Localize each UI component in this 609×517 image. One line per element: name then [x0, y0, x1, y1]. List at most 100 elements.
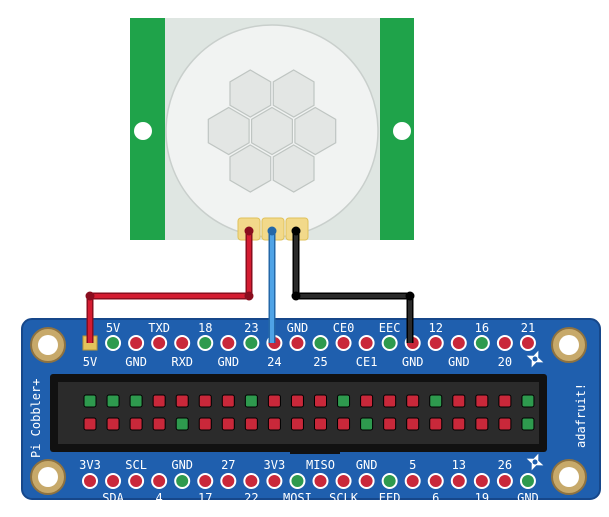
- breakout-pin: [243, 335, 260, 351]
- breakout-pin: [473, 335, 490, 351]
- breakout-pin: [312, 473, 329, 489]
- wire-power-core: [88, 231, 251, 343]
- header-pin: [244, 394, 258, 408]
- pin-label: 24: [267, 355, 281, 369]
- breakout-pin: [381, 473, 398, 489]
- pin-label: SDA: [102, 491, 124, 505]
- header-pin: [383, 417, 397, 431]
- lens-hexagon: [294, 106, 337, 156]
- mount-hole-bottom-left-inner: [38, 467, 58, 487]
- breakout-pin: [427, 335, 444, 351]
- pir-sensor: [130, 18, 414, 241]
- pin-label: 4: [156, 491, 163, 505]
- fresnel-lens-segments: [207, 69, 337, 193]
- header-pin: [106, 394, 120, 408]
- pin-label: GND: [125, 355, 147, 369]
- breakout-pin: [197, 335, 214, 351]
- pin-label: 3V3: [264, 458, 286, 472]
- header-pin: [198, 394, 212, 408]
- header-pin: [521, 394, 535, 408]
- header-pin: [290, 417, 304, 431]
- pin-label: 27: [221, 458, 235, 472]
- breakout-pin: [128, 473, 145, 489]
- breakout-pin: [151, 335, 168, 351]
- pin-label: SCLK: [329, 491, 359, 505]
- breakout-pin: [335, 473, 352, 489]
- pin-label: SCL: [125, 458, 147, 472]
- breakout-pin: [450, 335, 467, 351]
- lens-hexagon: [272, 144, 315, 193]
- breakout-pin: [151, 473, 168, 489]
- breakout-pin: [197, 473, 214, 489]
- header-pin: [244, 417, 258, 431]
- header-pin: [83, 394, 97, 408]
- pin-label: TXD: [148, 321, 170, 335]
- header-pin: [337, 394, 351, 408]
- wire-bend-ground-1: [291, 291, 301, 301]
- pin-label: 6: [432, 491, 439, 505]
- pin-label: MOSI: [283, 491, 312, 505]
- pin-label: GND: [517, 491, 539, 505]
- side-label-right: adafruit!: [574, 383, 588, 448]
- pin-label: RXD: [171, 355, 193, 369]
- breakout-pin: [266, 473, 283, 489]
- mount-hole-bottom-right-inner: [559, 467, 579, 487]
- header-pin: [452, 417, 466, 431]
- breakout-pin: [220, 473, 237, 489]
- pin-label: 5V: [83, 355, 97, 369]
- pin-label: CE1: [356, 355, 378, 369]
- breakout-pin: [174, 473, 191, 489]
- breakout-pin: [496, 473, 513, 489]
- header-key-notch: [290, 444, 340, 454]
- header-pin: [198, 417, 212, 431]
- adafruit-flower-logo-bottom: [526, 453, 544, 471]
- header-pin: [221, 394, 235, 408]
- header-pin: [498, 417, 512, 431]
- header-pin: [290, 394, 304, 408]
- header-pin: [406, 394, 420, 408]
- pin-label: MISO: [306, 458, 335, 472]
- adafruit-flower-logo-top: [526, 350, 544, 368]
- breakout-pin: [404, 473, 421, 489]
- pin-label: GND: [171, 458, 193, 472]
- header-pin: [267, 394, 281, 408]
- header-pin: [429, 394, 443, 408]
- lens-hexagon: [229, 69, 272, 118]
- header-pin: [175, 394, 189, 408]
- pin-label: 3V3: [79, 458, 101, 472]
- header-pin: [106, 417, 120, 431]
- breakout-pin: [358, 473, 375, 489]
- header-pin: [129, 417, 143, 431]
- header-pin: [429, 417, 443, 431]
- pin-label: 12: [429, 321, 443, 335]
- pin-label: GND: [217, 355, 239, 369]
- header-pin: [406, 417, 420, 431]
- pin-label: 18: [198, 321, 212, 335]
- breakout-pin: [473, 473, 490, 489]
- pin-label: GND: [356, 458, 378, 472]
- pin-label: 25: [313, 355, 327, 369]
- pin-label: GND: [448, 355, 470, 369]
- pin-label: 5: [409, 458, 416, 472]
- wire-bend-ground-2: [405, 291, 415, 301]
- pir-mount-hole-right: [393, 122, 411, 140]
- header-pin: [314, 417, 327, 431]
- breakout-pin: [450, 473, 467, 489]
- lens-hexagon: [251, 106, 293, 156]
- header-pin: [498, 394, 512, 408]
- wire-end-signal-sensor: [267, 226, 277, 236]
- wires: [85, 226, 415, 343]
- header-pin: [452, 394, 466, 408]
- pin-label: 16: [475, 321, 489, 335]
- gpio-header-inner: [58, 382, 539, 444]
- header-pin: [175, 417, 189, 431]
- breakout-pin: [381, 335, 398, 351]
- pir-mount-hole-left: [134, 122, 152, 140]
- breakout-pin: [427, 473, 444, 489]
- breakout-pin: [128, 335, 145, 351]
- header-pin: [221, 417, 235, 431]
- header-pins: [83, 394, 535, 431]
- breakout-pin: [335, 335, 352, 351]
